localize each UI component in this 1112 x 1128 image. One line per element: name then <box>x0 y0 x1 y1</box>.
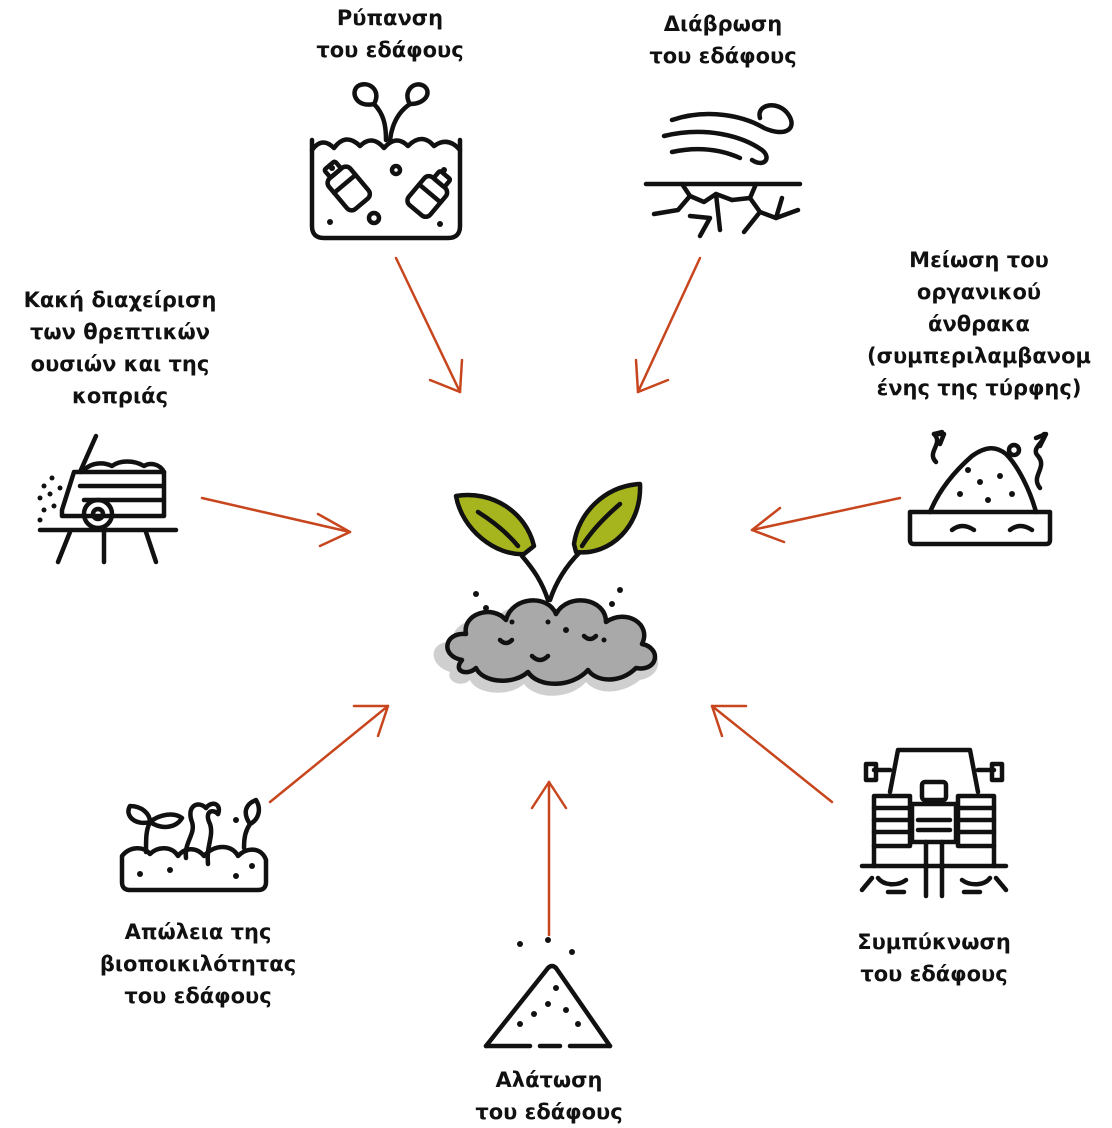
label-line: Συμπύκνωση <box>857 930 1011 954</box>
label-biodiversity: Απώλεια της βιοποικιλότητας του εδάφους <box>90 916 306 1012</box>
tractor-compaction-icon <box>859 747 1009 899</box>
label-carbon: Μείωση του οργανικού άνθρακα (συμπεριλαμ… <box>850 244 1108 404</box>
label-line: κοπριάς <box>71 384 169 408</box>
label-line: ένης της τύρφης) <box>876 376 1082 400</box>
arrow-biodiversity <box>268 704 390 804</box>
label-line: ουσιών και της <box>30 352 210 376</box>
label-salinization: Αλάτωση του εδάφους <box>454 1064 644 1128</box>
label-line: του εδάφους <box>316 38 464 62</box>
arrow-pollution <box>394 256 464 394</box>
label-line: Κακή διαχείριση <box>23 288 217 312</box>
label-line: βιοποικιλότητας <box>99 952 297 976</box>
manure-spreader-icon <box>37 433 179 565</box>
soil-mound <box>445 598 658 686</box>
label-line: (συμπεριλαμβανομ <box>867 344 1091 368</box>
sprout-in-soil-icon <box>433 481 659 696</box>
polluted-soil-icon <box>309 82 463 241</box>
label-line: Ρύπανση <box>336 6 444 30</box>
label-line: του εδάφους <box>860 962 1008 986</box>
earthworm-soil-icon <box>119 797 269 893</box>
wind-erosion-icon <box>643 103 803 239</box>
label-line: οργανικού <box>916 280 1042 304</box>
arrow-salinization <box>530 780 568 937</box>
arrow-nutrients <box>200 496 352 548</box>
label-line: των θρεπτικών <box>29 320 211 344</box>
label-line: του εδάφους <box>475 1100 623 1124</box>
label-line: Αλάτωση <box>495 1068 603 1092</box>
label-nutrients: Κακή διαχείριση των θρεπτικών ουσιών και… <box>6 284 234 412</box>
label-line: Απώλεια της <box>124 920 272 944</box>
arrow-compaction <box>710 704 834 804</box>
arrow-erosion <box>634 256 702 394</box>
arrows <box>200 256 902 937</box>
salt-pile-icon <box>483 963 613 1049</box>
label-line: άνθρακα <box>928 312 1030 336</box>
label-erosion: Διάβρωση του εδάφους <box>628 8 818 72</box>
label-line: Διάβρωση <box>663 12 783 36</box>
label-line: του εδάφους <box>649 44 797 68</box>
organic-carbon-loss-icon <box>907 429 1053 547</box>
label-line: Μείωση του <box>909 248 1049 272</box>
label-pollution: Ρύπανση του εδάφους <box>300 2 480 66</box>
label-compaction: Συμπύκνωση του εδάφους <box>836 926 1032 990</box>
arrow-carbon <box>750 496 902 544</box>
label-line: του εδάφους <box>124 984 272 1008</box>
